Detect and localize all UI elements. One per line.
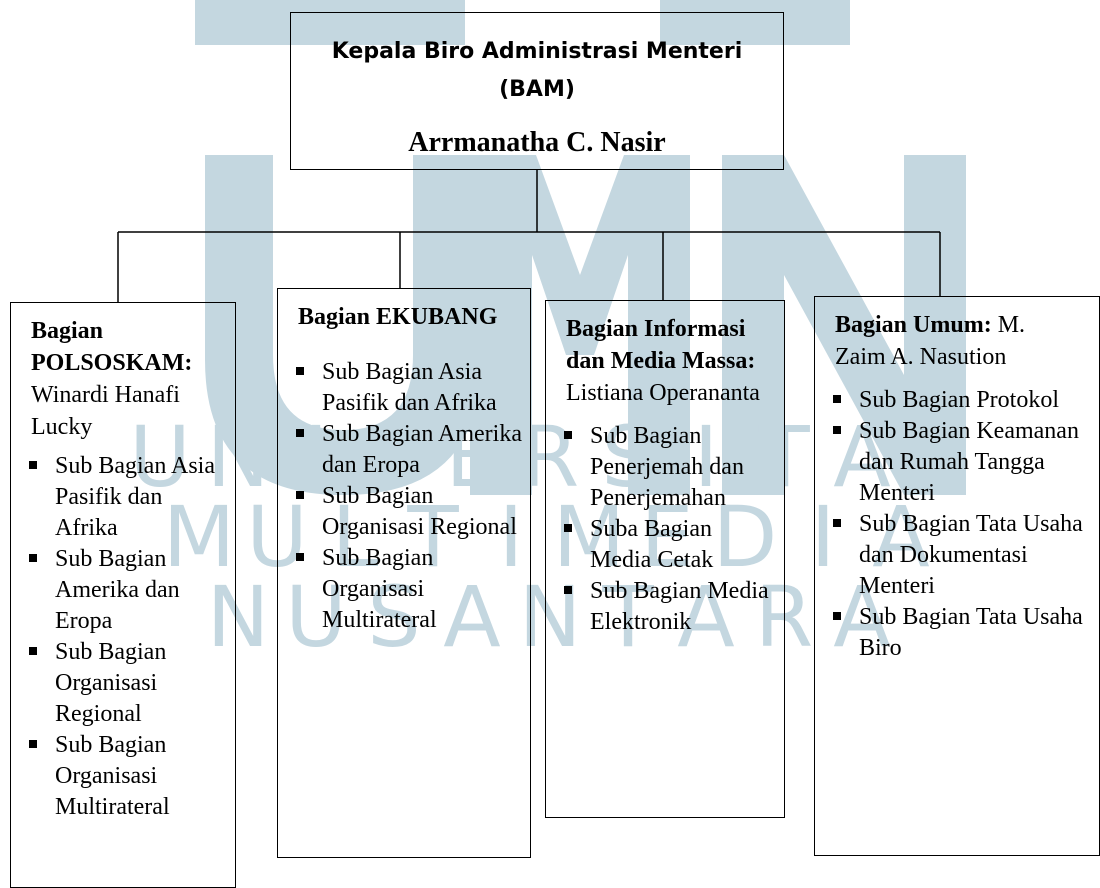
bullet-icon [296,429,304,437]
list-item: Sub Bagian Tata Usaha Biro [815,602,1099,664]
list-item: Sub Bagian Media Elektronik [546,576,784,638]
bullet-icon [296,553,304,561]
list-item: Sub Bagian Asia Pasifik dan Afrika [278,357,530,419]
watermark-letter: I [303,408,329,506]
head-title-line1: Kepala Biro Administrasi Menteri [331,39,743,64]
list-item: Sub Bagian Tata Usaha dan Dokumentasi Me… [815,509,1099,602]
unit-box-ekubang: Bagian EKUBANG Sub Bagian Asia Pasifik d… [277,288,531,858]
unit-head-name: Listiana Operananta [566,380,760,406]
watermark-letter: N [206,568,270,666]
bullet-icon [833,612,841,620]
bullet-icon [564,431,572,439]
watermark-letter: M [162,488,236,586]
bullet-icon [564,524,572,532]
watermark-letter: V [365,408,423,506]
list-item-label: Sub Bagian Amerika dan Eropa [55,546,180,634]
list-item: Sub Bagian Amerika dan Eropa [278,419,530,481]
unit-head-name: Winardi Hanafi Lucky [31,382,180,440]
watermark-letter: U [285,568,347,666]
list-item: Sub Bagian Penerjemah dan Penerjemahan [546,421,784,514]
subunit-list: Sub Bagian Asia Pasifik dan Afrika Sub B… [11,451,235,823]
bullet-icon [29,461,37,469]
list-item-label: Sub Bagian Media Elektronik [590,578,769,635]
unit-heading: Bagian POLSOSKAM: Winardi Hanafi Lucky [31,315,223,443]
watermark-letter: T [602,568,654,666]
list-item-label: Sub Bagian Tata Usaha dan Dokumentasi Me… [859,511,1083,599]
bullet-icon [833,519,841,527]
subunit-list: Sub Bagian Asia Pasifik dan Afrika Sub B… [278,357,530,636]
watermark-letter: U [246,488,308,586]
unit-heading: Bagian EKUBANG [298,301,518,333]
watermark-letter: M [552,488,626,586]
watermark-letter: A [443,568,501,666]
list-item: Sub Bagian Protokol [815,385,1099,416]
list-item: Sub Bagian Keamanan dan Rumah Tangga Men… [815,416,1099,509]
watermark-letter: S [367,568,421,666]
unit-title: Bagian EKUBANG [298,304,498,330]
watermark-letter: A [677,568,735,666]
watermark-letter: I [693,408,719,506]
unit-heading: Bagian Umum: M. Zaim A. Nasution [835,309,1081,373]
unit-box-informasi-media: Bagian Informasi dan Media Massa: Listia… [545,300,785,818]
watermark-letter: U [129,408,191,506]
list-item: Sub Bagian Amerika dan Eropa [11,544,235,637]
list-item: Sub Bagian Organisasi Multirateral [278,543,530,636]
bullet-icon [29,554,37,562]
list-item: Suba Bagian Media Cetak [546,514,784,576]
subunit-list: Sub Bagian Protokol Sub Bagian Keamanan … [815,385,1099,664]
bullet-icon [29,647,37,655]
list-item-label: Sub Bagian Asia Pasifik dan Afrika [55,453,215,541]
list-item-label: Sub Bagian Amerika dan Eropa [322,421,522,478]
watermark-letter: A [833,568,891,666]
watermark-letter: I [498,488,524,586]
watermark-letter: L [331,488,379,586]
list-item-label: Sub Bagian Organisasi Regional [322,483,517,540]
list-item-label: Suba Bagian Media Cetak [590,516,714,573]
list-item: Sub Bagian Asia Pasifik dan Afrika [11,451,235,544]
unit-box-polsoskam: Bagian POLSOSKAM: Winardi Hanafi Lucky S… [10,302,236,888]
bullet-icon [296,367,304,375]
watermark-letter: N [518,568,582,666]
list-item-label: Sub Bagian Keamanan dan Rumah Tangga Men… [859,418,1079,506]
list-item: Sub Bagian Organisasi Regional [11,637,235,730]
watermark-letter: A [872,488,930,586]
watermark-letter: A [833,408,891,506]
list-item: Sub Bagian Organisasi Multirateral [11,730,235,823]
watermark-letter: N [206,408,270,506]
unit-heading: Bagian Informasi dan Media Massa: Listia… [566,313,772,409]
watermark-letter: D [712,488,778,586]
bullet-icon [833,426,841,434]
watermark-letter: S [913,408,967,506]
bullet-icon [833,395,841,403]
unit-title: Bagian Umum: [835,312,992,338]
list-item-label: Sub Bagian Protokol [859,387,1060,413]
unit-title: Bagian Informasi dan Media Massa: [566,316,756,374]
unit-box-umum: Bagian Umum: M. Zaim A. Nasution Sub Bag… [814,296,1100,856]
list-item-label: Sub Bagian Asia Pasifik dan Afrika [322,359,497,416]
list-item-label: Sub Bagian Tata Usaha Biro [859,604,1083,661]
list-item-label: Sub Bagian Organisasi Multirateral [322,545,437,633]
list-item: Sub Bagian Organisasi Regional [278,481,530,543]
head-title-line2: (BAM) [499,77,575,102]
bullet-icon [564,586,572,594]
bullet-icon [29,740,37,748]
subunit-list: Sub Bagian Penerjemah dan Penerjemahan S… [546,421,784,638]
list-item-label: Sub Bagian Organisasi Multirateral [55,732,170,820]
watermark-letter: E [640,488,694,586]
head-name: Arrmanatha C. Nasir [408,127,666,158]
list-item-label: Sub Bagian Penerjemah dan Penerjemahan [590,423,744,511]
watermark-letter: S [601,408,655,506]
list-item-label: Sub Bagian Organisasi Regional [55,639,167,727]
head-title: Kepala Biro Administrasi Menteri (BAM) [291,33,783,109]
unit-title: Bagian POLSOSKAM: [31,318,193,376]
watermark-letter: E [445,408,499,506]
head-box: Kepala Biro Administrasi Menteri (BAM) A… [290,12,784,170]
bullet-icon [296,491,304,499]
watermark-letter: T [407,488,459,586]
